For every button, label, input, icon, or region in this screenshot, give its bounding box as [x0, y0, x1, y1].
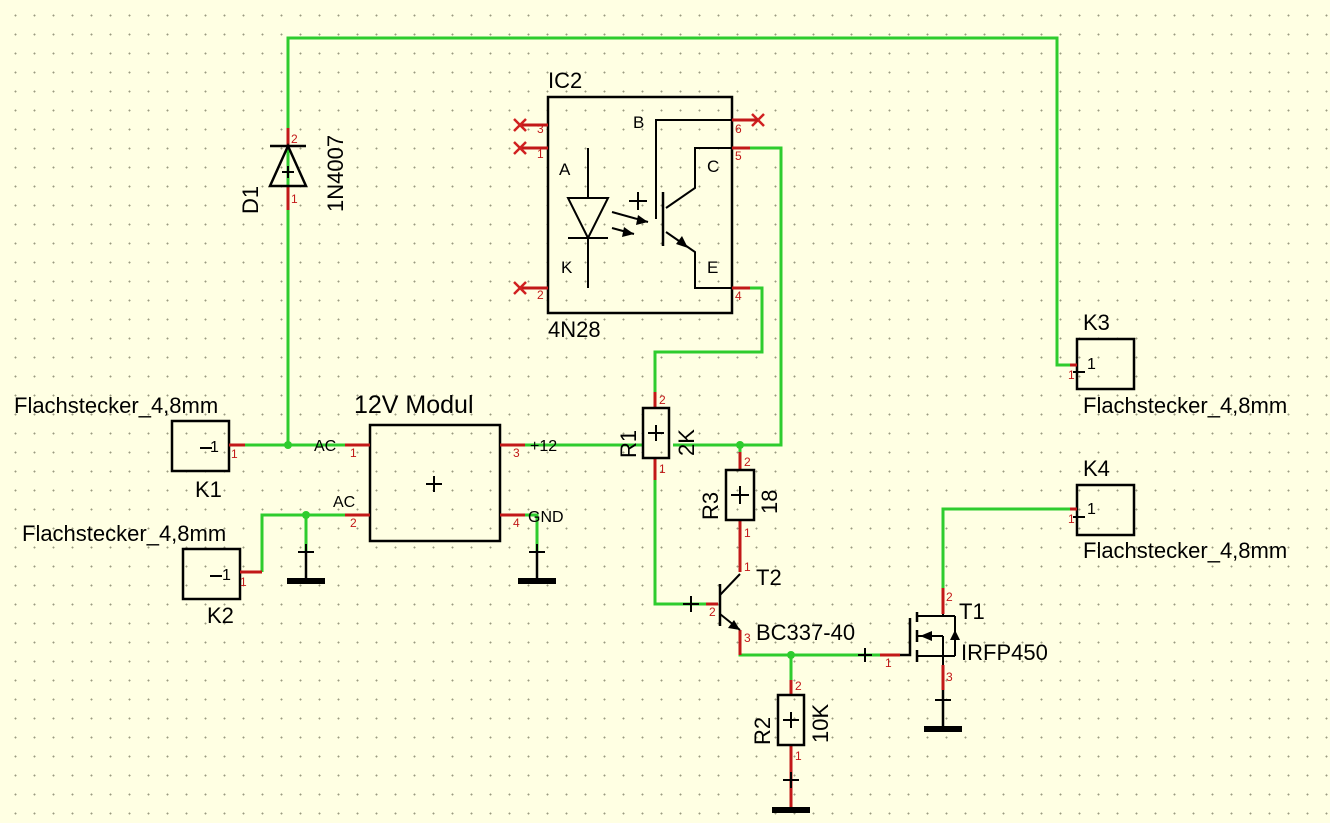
module-label-ac1: AC [314, 438, 336, 455]
t1-pin-g: 1 [885, 656, 892, 670]
module-label-ac2: AC [333, 494, 355, 511]
t2-ref: T2 [756, 565, 782, 590]
ic2-label-b: B [633, 113, 644, 132]
k3-ref: K3 [1083, 310, 1110, 335]
resistor-r3[interactable]: 2 1 R3 18 [698, 452, 782, 552]
ic2-label-c: C [707, 157, 719, 176]
connector-k1[interactable]: 1 1 Flachstecker_4,8mm K1 [14, 393, 245, 502]
k4-value: Flachstecker_4,8mm [1083, 538, 1287, 563]
ic2-pin2: 2 [537, 288, 544, 302]
wires [233, 36, 1072, 680]
r1-value: 2K [674, 429, 699, 456]
r3-ref: R3 [698, 492, 723, 520]
k4-ref: K4 [1083, 456, 1110, 481]
ground-icon [772, 772, 810, 813]
t2-pin-e: 3 [744, 631, 751, 645]
t1-pin-s: 3 [946, 670, 953, 684]
diode-d1[interactable]: 2 1 D1 1N4007 [238, 128, 348, 214]
r1-pin-bottom: 1 [659, 462, 666, 476]
connector-k4[interactable]: 1 1 K4 Flachstecker_4,8mm [1068, 456, 1287, 563]
r1-pin-top: 2 [659, 393, 666, 407]
r1-ref: R1 [616, 430, 641, 458]
k2-ref: K2 [207, 603, 234, 628]
transistor-t2[interactable]: 1 2 3 T2 BC337-40 [683, 552, 855, 655]
k2-pin-label: 1 [222, 567, 231, 584]
k3-value: Flachstecker_4,8mm [1083, 393, 1287, 418]
d1-ref: D1 [238, 186, 263, 214]
r2-ref: R2 [750, 717, 775, 745]
d1-cathode-pin: 1 [291, 192, 298, 206]
module-title: 12V Modul [354, 391, 474, 419]
t2-pin-c: 1 [744, 560, 751, 574]
module-pin1: 1 [350, 446, 357, 460]
ic2-ref: IC2 [548, 68, 582, 93]
ic2-pin4: 4 [735, 289, 742, 303]
module-12v[interactable]: 12V Modul AC AC +12 GND 1 2 3 4 [314, 391, 564, 543]
module-label-gnd: GND [528, 509, 564, 526]
ic2-value: 4N28 [548, 317, 601, 342]
t1-ref: T1 [959, 599, 985, 624]
k4-pin-label: 1 [1087, 501, 1096, 518]
r3-pin-bottom: 1 [744, 526, 751, 540]
ground-icon [924, 690, 962, 732]
module-pin3: 3 [513, 446, 520, 460]
r3-pin-top: 2 [744, 455, 751, 469]
ic2-pin6: 6 [735, 122, 742, 136]
d1-value: 1N4007 [323, 135, 348, 212]
ic2-label-k: K [561, 258, 573, 277]
optocoupler-ic2[interactable]: IC2 4N28 3 1 2 6 5 4 A K B C E [513, 68, 765, 342]
k1-ref: K1 [195, 477, 222, 502]
t1-pin-d: 2 [946, 590, 953, 604]
connector-k3[interactable]: 1 1 K3 Flachstecker_4,8mm [1068, 310, 1287, 418]
t2-pin-b: 2 [709, 605, 716, 619]
k1-value: Flachstecker_4,8mm [14, 393, 218, 418]
k3-pin-number: 1 [1068, 368, 1075, 382]
mosfet-t1[interactable]: 1 2 3 T1 IRFP450 [858, 588, 1048, 690]
module-label-plus12: +12 [530, 438, 557, 455]
r2-value: 10K [808, 704, 833, 743]
k2-value: Flachstecker_4,8mm [22, 521, 226, 546]
ground-icon [287, 544, 325, 584]
connector-k2[interactable]: 1 1 Flachstecker_4,8mm K2 [22, 521, 262, 628]
ground-symbols [287, 544, 962, 813]
resistor-r2[interactable]: 2 1 R2 10K [750, 679, 833, 808]
ic2-pin1: 1 [537, 147, 544, 161]
r2-pin-top: 2 [795, 679, 802, 693]
junction-dots [284, 441, 795, 659]
ic2-label-e: E [707, 258, 718, 277]
t2-value: BC337-40 [756, 620, 855, 645]
module-pin2: 2 [350, 516, 357, 530]
r2-pin-bottom: 1 [795, 749, 802, 763]
t1-value: IRFP450 [961, 640, 1048, 665]
r3-value: 18 [757, 490, 782, 514]
resistor-r1[interactable]: 2 1 R1 2K [616, 392, 699, 480]
k1-pin-label: 1 [210, 439, 219, 456]
k2-pin-number: 1 [240, 575, 247, 589]
k1-pin-number: 1 [231, 447, 238, 461]
k3-pin-label: 1 [1087, 356, 1096, 373]
module-pin4: 4 [513, 516, 520, 530]
k4-pin-number: 1 [1068, 512, 1075, 526]
ic2-pin5: 5 [735, 149, 742, 163]
ground-icon [518, 544, 556, 584]
ic2-label-a: A [559, 160, 571, 179]
ic2-pin3: 3 [537, 122, 544, 136]
d1-anode-pin: 2 [291, 132, 298, 146]
